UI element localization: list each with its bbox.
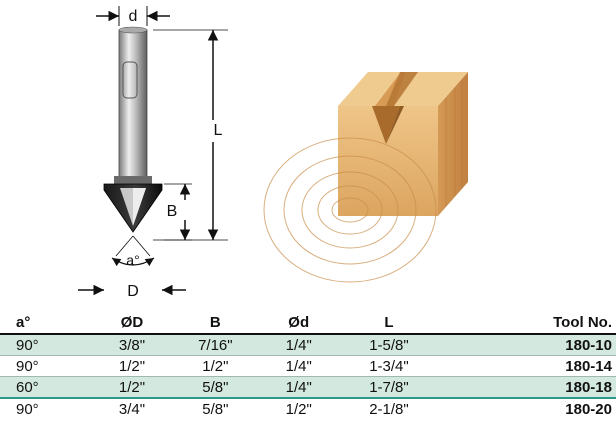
cell-tool-number: 180-18 — [443, 376, 616, 399]
cell-shank-diameter: 1/4" — [262, 334, 335, 356]
cell-overall-length: 1-3/4" — [334, 355, 444, 377]
dimension-D: D — [78, 283, 186, 300]
header-angle: a° — [0, 311, 96, 335]
label-B: B — [167, 203, 178, 220]
cell-overall-length: 1-7/8" — [334, 376, 444, 399]
table-row: 60° 1/2" 5/8" 1/4" 1-7/8" 180-18 — [0, 376, 616, 399]
cell-angle: 90° — [0, 355, 96, 377]
cell-overall-length: 1-5/8" — [334, 334, 444, 356]
header-cut-diameter: ØD — [96, 311, 168, 335]
cell-tool-number: 180-20 — [565, 400, 612, 418]
router-bit — [103, 26, 163, 233]
header-cut-length: B — [167, 311, 263, 335]
table-row: 90° 3/8" 7/16" 1/4" 1-5/8" 180-10 — [0, 334, 616, 356]
cell-overall-length: 2-1/8" — [369, 400, 409, 418]
label-d: d — [129, 8, 138, 25]
table-header-row: a° ØD B Ød L Tool No. — [0, 311, 616, 335]
cell-shank-diameter: 1/4" — [262, 355, 335, 377]
label-L: L — [214, 122, 223, 139]
label-D: D — [127, 283, 139, 300]
cell-shank-diameter: 1/2" — [285, 400, 312, 418]
dimension-L: L — [153, 29, 228, 241]
header-tool-number: Tool No. — [443, 311, 616, 335]
wood-block-illustration — [263, 72, 468, 283]
dimension-d: d — [96, 6, 170, 26]
cell-angle: 90° — [16, 400, 39, 418]
product-illustration: d L B a° D — [78, 6, 468, 300]
cell-cut-diameter: 1/2" — [96, 376, 168, 399]
header-shank-diameter: Ød — [262, 311, 335, 335]
cell-angle: 90° — [0, 334, 96, 356]
cell-shank-diameter: 1/4" — [262, 376, 335, 399]
cell-tool-number: 180-10 — [443, 334, 616, 356]
cell-cut-length: 5/8" — [202, 400, 229, 418]
table-row: 90° 3/4" 5/8" 1/2" 2-1/8" 180-20 — [0, 398, 616, 419]
cell-cut-length: 7/16" — [167, 334, 263, 356]
table-row: 90° 1/2" 1/2" 1/4" 1-3/4" 180-14 — [0, 355, 616, 377]
cell-cut-diameter: 3/8" — [96, 334, 168, 356]
cell-angle: 60° — [0, 376, 96, 399]
brand-logo — [122, 61, 138, 99]
cell-tool-number: 180-14 — [443, 355, 616, 377]
cell-cut-diameter: 3/4" — [118, 400, 146, 418]
cell-cut-length: 5/8" — [167, 376, 263, 399]
dimension-B: B — [164, 183, 192, 241]
specification-table: a° ØD B Ød L Tool No. 90° 3/8" 7/16" 1/4… — [0, 311, 616, 419]
header-overall-length: L — [334, 311, 444, 335]
cell-cut-length: 1/2" — [167, 355, 263, 377]
cell-cut-diameter: 1/2" — [96, 355, 168, 377]
label-angle: a° — [126, 252, 139, 268]
dimension-angle: a° — [111, 235, 155, 268]
